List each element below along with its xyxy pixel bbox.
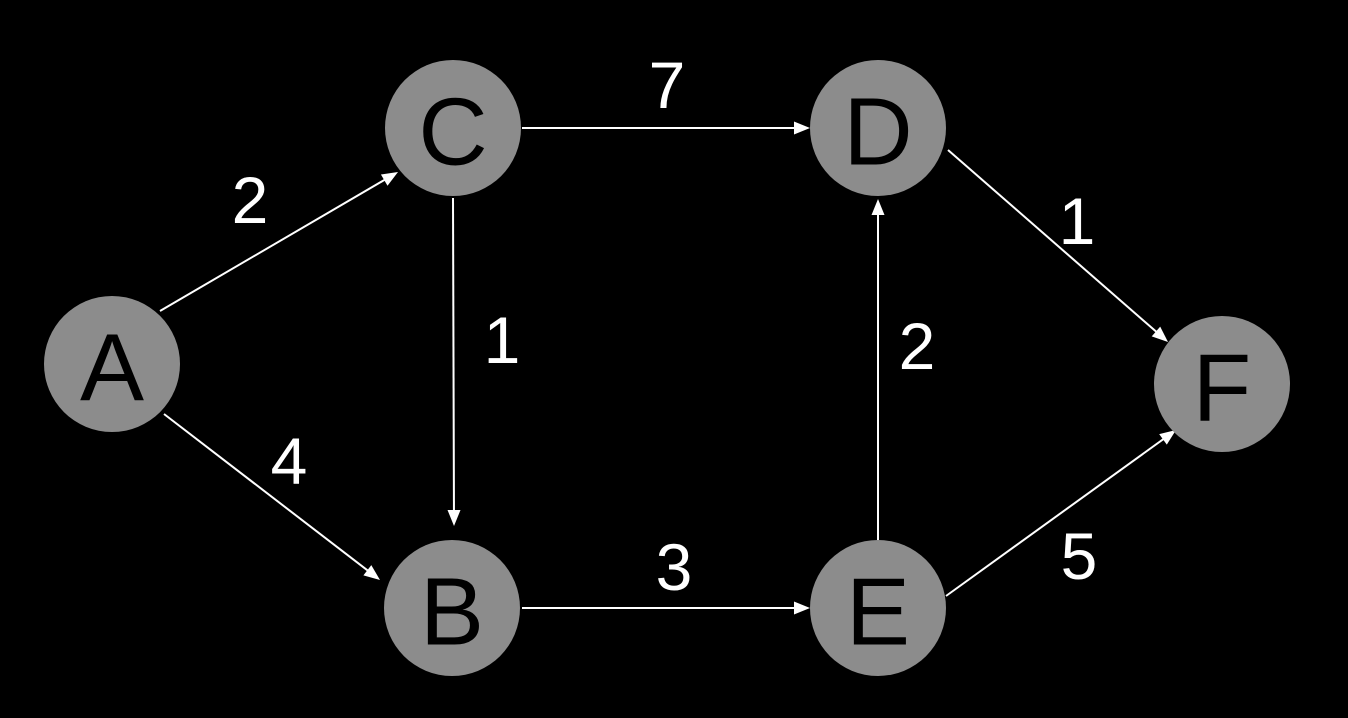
node-e: E [810,540,946,676]
node-d: D [810,60,946,196]
edge-line [452,197,455,513]
arrowhead-icon [380,172,398,186]
arrowhead-icon [447,510,461,526]
arrowhead-icon [871,199,885,215]
weights-layer: 2 4 1 7 3 2 1 5 [232,48,1098,604]
nodes-layer: A B C D E F [44,60,1290,676]
edge-line [163,413,370,573]
edge-weight-d-f: 1 [1059,184,1096,258]
arrowhead-icon [1159,430,1176,445]
node-label: C [418,79,487,186]
edges-layer [159,121,1176,615]
edge-line [159,178,387,312]
edge-e-f [945,430,1176,597]
edge-c-d [522,121,810,135]
edge-weight-b-e: 3 [656,530,693,604]
edge-weight-a-c: 2 [232,163,269,237]
edge-weight-e-f: 5 [1061,519,1098,593]
node-label: B [420,559,484,666]
edge-d-f [947,149,1168,342]
node-f: F [1154,316,1290,452]
arrowhead-icon [794,121,810,135]
edge-a-c [159,172,398,312]
node-label: E [846,559,910,666]
edge-a-b [163,413,380,580]
node-a: A [44,296,180,432]
node-circle [810,540,946,676]
edge-e-d [871,199,885,540]
edge-line [945,437,1166,597]
node-label: A [80,315,144,422]
node-circle [384,540,520,676]
node-circle [44,296,180,432]
node-b: B [384,540,520,676]
arrowhead-icon [1151,326,1168,342]
arrowhead-icon [794,601,810,615]
node-circle [1154,316,1290,452]
edge-weight-a-b: 4 [271,424,308,498]
node-circle [810,60,946,196]
arrowhead-icon [363,565,380,580]
edge-line [947,149,1159,334]
edge-b-e [522,601,810,615]
node-c: C [385,60,521,196]
node-label: D [843,79,912,186]
edge-weight-c-b: 1 [484,303,521,377]
edge-weight-e-d: 2 [899,309,936,383]
edge-weight-c-d: 7 [649,48,686,122]
node-circle [385,60,521,196]
edge-c-b [447,197,461,526]
node-label: F [1193,335,1252,442]
